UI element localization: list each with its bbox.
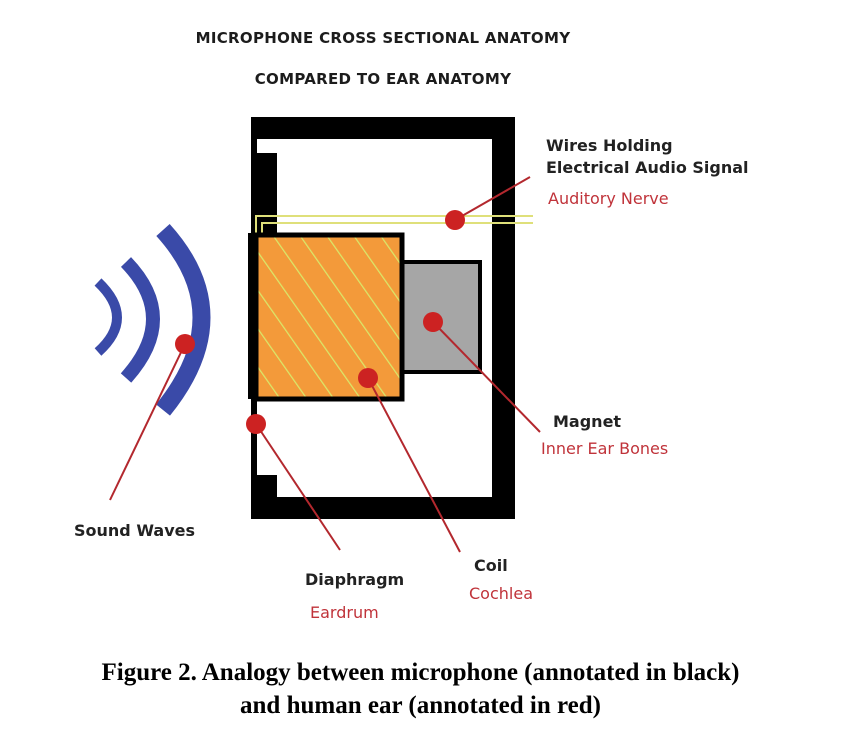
- label-eardrum: Eardrum: [310, 603, 379, 622]
- label-diaphragm: Diaphragm: [305, 570, 404, 589]
- label-coil: Coil: [474, 556, 508, 575]
- label-wires-line-1: Wires Holding: [546, 136, 673, 155]
- wires: [255, 215, 533, 236]
- leader-lines: [109, 176, 541, 553]
- marker-diaphragm: [246, 414, 266, 434]
- diaphragm-plate: [248, 233, 258, 399]
- label-sound-waves: Sound Waves: [74, 521, 195, 540]
- annotation-markers: [175, 210, 465, 434]
- marker-magnet: [423, 312, 443, 332]
- label-inner-ear-bones: Inner Ear Bones: [541, 439, 668, 458]
- marker-coil: [358, 368, 378, 388]
- label-cochlea: Cochlea: [469, 584, 533, 603]
- title-line-2: COMPARED TO EAR ANATOMY: [255, 70, 512, 88]
- figure-caption-line-2: and human ear (annotated in red): [240, 692, 601, 719]
- coil: [253, 232, 405, 402]
- sound-waves: [94, 223, 211, 416]
- title-line-1: MICROPHONE CROSS SECTIONAL ANATOMY: [196, 29, 572, 47]
- marker-wires: [445, 210, 465, 230]
- label-wires-line-2: Electrical Audio Signal: [546, 158, 749, 177]
- figure-caption-line-1: Figure 2. Analogy between microphone (an…: [101, 659, 740, 686]
- label-magnet: Magnet: [553, 412, 621, 431]
- marker-sound-waves: [175, 334, 195, 354]
- label-auditory-nerve: Auditory Nerve: [548, 189, 669, 208]
- sound-waves-small-arc: [142, 288, 158, 348]
